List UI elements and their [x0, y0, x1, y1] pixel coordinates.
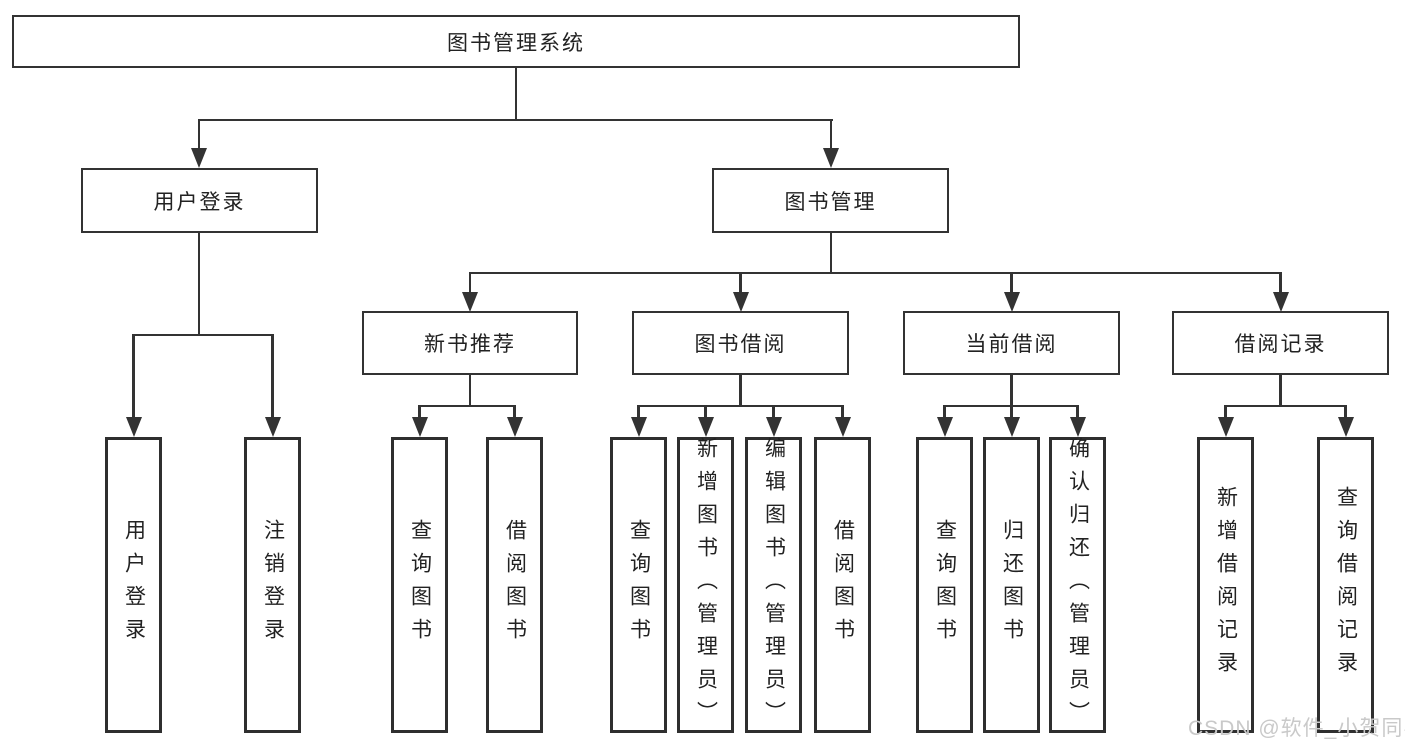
- connector-line: [271, 333, 274, 418]
- connector-line: [772, 404, 775, 419]
- node-library-management-system: 图书管理系统: [12, 15, 1020, 68]
- connector-line: [197, 118, 833, 121]
- connector-line: [468, 271, 1282, 274]
- connector-line: [1279, 271, 1282, 294]
- connector-line: [829, 233, 833, 273]
- arrow-down-icon: [1217, 417, 1234, 437]
- leaf-return-book-label: 归还图书: [1000, 519, 1024, 651]
- connector-line: [637, 404, 640, 419]
- leaf-query-books-2-label: 查询图书: [627, 519, 651, 651]
- connector-line: [468, 271, 472, 294]
- leaf-logout-label: 注销登录: [261, 519, 285, 651]
- leaf-add-book-admin: 新增图书（管理员）: [677, 436, 734, 734]
- leaf-add-borrow-record-label: 新增借阅记录: [1214, 486, 1238, 684]
- connector-line: [943, 404, 946, 419]
- leaf-query-books-1: 查询图书: [391, 437, 448, 733]
- connector-line: [1010, 375, 1013, 406]
- connector-line: [1224, 404, 1227, 419]
- node-new-book-recommend: 新书推荐: [362, 311, 578, 375]
- arrow-down-icon: [936, 417, 953, 437]
- connector-line: [514, 68, 518, 120]
- node-current-borrowing: 当前借阅: [903, 311, 1120, 375]
- connector-line: [513, 404, 516, 419]
- connector-line: [1224, 404, 1347, 407]
- arrow-down-icon: [1003, 292, 1020, 312]
- watermark: CSDN @软件_小贺同学: [1188, 717, 1405, 740]
- arrow-down-icon: [765, 417, 782, 437]
- connector-line: [1344, 404, 1347, 419]
- arrow-down-icon: [506, 417, 523, 437]
- connector-line: [197, 118, 201, 151]
- arrow-down-icon: [411, 417, 428, 437]
- node-book-borrowing: 图书借阅: [632, 311, 849, 375]
- leaf-logout: 注销登录: [244, 437, 301, 733]
- arrow-down-icon: [1069, 417, 1086, 437]
- connector-line: [418, 404, 516, 407]
- arrow-down-icon: [823, 148, 839, 168]
- arrow-down-icon: [191, 148, 207, 168]
- leaf-query-books-3-label: 查询图书: [933, 519, 957, 651]
- connector-line: [704, 404, 707, 419]
- arrow-down-icon: [1003, 417, 1020, 437]
- leaf-borrow-books-2: 借阅图书: [814, 437, 871, 733]
- connector-line: [1076, 404, 1079, 419]
- leaf-confirm-return-admin-label: 确认归还（管理员）: [1066, 436, 1090, 734]
- leaf-query-books-1-label: 查询图书: [408, 519, 432, 651]
- arrow-down-icon: [264, 417, 281, 437]
- arrow-down-icon: [834, 417, 851, 437]
- connector-line: [829, 118, 833, 151]
- leaf-borrow-books-1: 借阅图书: [486, 437, 543, 733]
- leaf-return-book: 归还图书: [983, 437, 1040, 733]
- node-user-login: 用户登录: [81, 168, 318, 233]
- leaf-confirm-return-admin: 确认归还（管理员）: [1049, 436, 1106, 734]
- connector-line: [468, 375, 472, 406]
- connector-line: [739, 271, 742, 294]
- node-borrowing-records: 借阅记录: [1172, 311, 1389, 375]
- arrow-down-icon: [125, 417, 142, 437]
- leaf-borrow-books-1-label: 借阅图书: [503, 519, 527, 651]
- connector-line: [841, 404, 844, 419]
- leaf-query-books-3: 查询图书: [916, 437, 973, 733]
- arrow-down-icon: [732, 292, 749, 312]
- arrow-down-icon: [462, 292, 478, 312]
- leaf-user-login-label: 用户登录: [122, 519, 146, 651]
- arrow-down-icon: [1272, 292, 1289, 312]
- connector-line: [1010, 271, 1013, 294]
- connector-line: [197, 233, 201, 335]
- leaf-add-borrow-record: 新增借阅记录: [1197, 437, 1254, 733]
- leaf-borrow-books-2-label: 借阅图书: [831, 519, 855, 651]
- connector-line: [1279, 375, 1282, 406]
- arrow-down-icon: [697, 417, 714, 437]
- connector-line: [1010, 404, 1013, 419]
- leaf-query-borrow-record: 查询借阅记录: [1317, 437, 1374, 733]
- connector-line: [739, 375, 742, 406]
- leaf-edit-book-admin: 编辑图书（管理员）: [745, 436, 802, 734]
- node-book-management: 图书管理: [712, 168, 949, 233]
- leaf-user-login: 用户登录: [105, 437, 162, 733]
- leaf-add-book-admin-label: 新增图书（管理员）: [694, 436, 718, 734]
- connector-line: [132, 333, 135, 418]
- connector-line: [418, 404, 421, 419]
- arrow-down-icon: [1337, 417, 1354, 437]
- arrow-down-icon: [630, 417, 647, 437]
- connector-line: [637, 404, 844, 407]
- leaf-query-books-2: 查询图书: [610, 437, 667, 733]
- connector-line: [132, 333, 274, 336]
- leaf-edit-book-admin-label: 编辑图书（管理员）: [762, 436, 786, 734]
- leaf-query-borrow-record-label: 查询借阅记录: [1334, 486, 1358, 684]
